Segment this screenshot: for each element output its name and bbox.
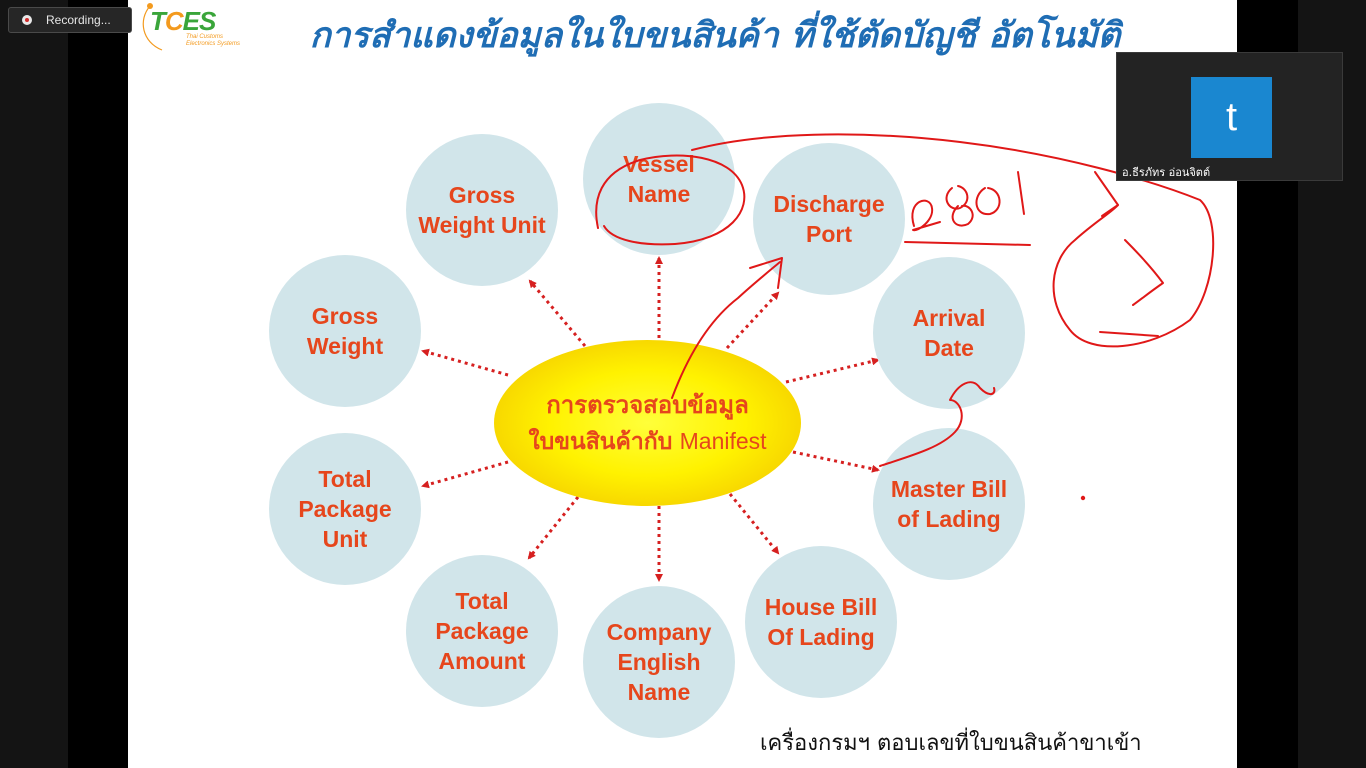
arrow-to-gross-weight-unit <box>528 279 587 347</box>
logo-orbit-icon <box>142 3 163 51</box>
recording-indicator[interactable]: Recording... <box>8 7 132 33</box>
logo-subtitle: Thai Customs Electronics Systems <box>186 34 241 47</box>
arrow-to-arrival-date <box>785 357 880 384</box>
arrow-to-package-amount <box>527 496 580 560</box>
node-company-english-name: Company English Name <box>583 586 735 738</box>
arrow-to-house-bill <box>728 493 780 555</box>
node-gross-weight-unit: Gross Weight Unit <box>406 134 558 286</box>
arrow-to-package-unit <box>421 460 509 489</box>
slide-footnote: เครื่องกรมฯ ตอบเลขที่ใบขนสินค้าขาเข้า <box>760 731 1142 756</box>
node-gross-weight: Gross Weight <box>269 255 421 407</box>
logo-wordmark: TCES <box>150 6 216 36</box>
center-line-1: การตรวจสอบข้อมูล <box>546 390 749 419</box>
left-letterbox <box>0 0 68 768</box>
center-line-2: ใบขนสินค้ากับ Manifest <box>528 423 766 460</box>
tces-logo: TCES Thai Customs Electronics Systems <box>136 2 246 52</box>
center-ellipse: การตรวจสอบข้อมูล ใบขนสินค้ากับ Manifest <box>494 340 801 506</box>
arrow-to-master-bill <box>792 450 880 473</box>
node-arrival-date: Arrival Date <box>873 257 1025 409</box>
recording-label: Recording... <box>46 13 111 27</box>
center-line-2-english: Manifest <box>679 427 767 454</box>
node-discharge-port: Discharge Port <box>753 143 905 295</box>
participant-video-tile[interactable]: t อ.ธีรภัทร อ่อนจิตต์ <box>1116 52 1343 181</box>
record-icon <box>22 15 32 25</box>
node-master-bill-of-lading: Master Bill of Lading <box>873 428 1025 580</box>
participant-name: อ.ธีรภัทร อ่อนจิตต์ <box>1122 166 1211 179</box>
node-total-package-amount: Total Package Amount <box>406 555 558 707</box>
center-line-2-thai: ใบขนสินค้ากับ <box>528 428 673 455</box>
arrow-to-discharge-port <box>725 291 780 350</box>
slide-title: การสำแดงข้อมูลในใบขนสินค้า ที่ใช้ตัดบัญช… <box>309 16 1121 56</box>
node-house-bill-of-lading: House Bill Of Lading <box>745 546 897 698</box>
participant-avatar: t <box>1191 77 1272 158</box>
node-vessel-name: Vessel Name <box>583 103 735 255</box>
arrow-to-gross-weight <box>421 348 509 377</box>
node-total-package-unit: Total Package Unit <box>269 433 421 585</box>
